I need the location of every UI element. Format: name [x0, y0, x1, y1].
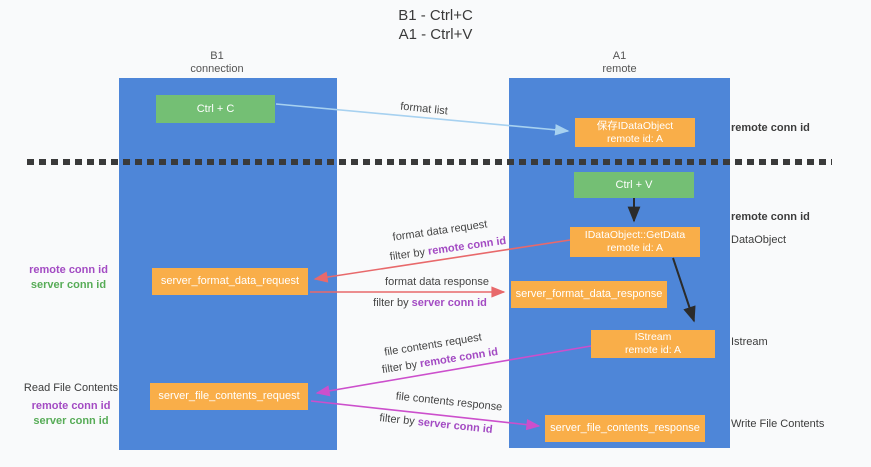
filter-by-text: filter by	[373, 297, 412, 309]
lane-a1-name: A1	[612, 50, 627, 62]
lane-a1-role: remote	[602, 63, 637, 75]
node-ctrl-c-label: Ctrl + C	[196, 102, 235, 115]
node-ctrl-c: Ctrl + C	[156, 95, 275, 123]
server-conn-id-text: server conn id	[411, 297, 487, 309]
node-ctrl-v: Ctrl + V	[574, 172, 694, 198]
left-format-conn-id-labels: remote conn id server conn id	[16, 263, 121, 293]
lane-header-b1: B1 connection	[119, 50, 315, 76]
arrow-label-filter-server-2: filter by server conn id	[379, 412, 493, 436]
lane-b1-role: connection	[190, 63, 244, 75]
node-saved-dataobject: 保存IDataObject remote id: A	[575, 118, 695, 147]
node-server-format-data-request-label: server_format_data_request	[160, 275, 300, 287]
node-ctrl-v-label: Ctrl + V	[615, 178, 653, 191]
title-line-1: B1 - Ctrl+C	[398, 7, 473, 24]
right-remote-conn-id-mid: remote conn id	[731, 211, 810, 223]
node-saved-dataobject-line2: remote id: A	[606, 132, 664, 145]
arrow-label-file-contents-response: file contents response	[395, 390, 503, 414]
filter-by-text: filter by	[381, 358, 422, 377]
right-istream-label: Istream	[731, 336, 768, 348]
node-saved-dataobject-line1: 保存IDataObject	[596, 119, 674, 132]
node-server-format-data-response: server_format_data_response	[511, 281, 667, 308]
arrow-label-format-data-response: format data response	[385, 276, 489, 288]
right-remote-conn-id-top: remote conn id	[731, 122, 810, 134]
node-server-file-contents-request: server_file_contents_request	[150, 383, 308, 410]
arrow-label-filter-server-1: filter by server conn id	[373, 297, 487, 309]
filter-by-text: filter by	[389, 245, 429, 264]
node-server-file-contents-response: server_file_contents_response	[545, 415, 705, 442]
filter-by-text: filter by	[378, 412, 419, 429]
node-istream-line2: remote id: A	[624, 344, 682, 356]
node-server-file-contents-request-label: server_file_contents_request	[158, 390, 300, 402]
lane-header-a1: A1 remote	[509, 50, 730, 76]
diagram-title: B1 - Ctrl+C A1 - Ctrl+V	[0, 6, 871, 44]
arrow-label-format-list: format list	[399, 100, 449, 118]
remote-conn-id-text: remote conn id	[427, 234, 507, 258]
node-istream-line1: IStream	[634, 331, 672, 343]
node-server-file-contents-response-label: server_file_contents_response	[550, 422, 700, 434]
right-dataobject-label: DataObject	[731, 234, 787, 246]
read-file-contents-label: Read File Contents	[23, 382, 119, 394]
left-server-conn-id-label-2: server conn id	[33, 415, 109, 427]
node-getdata-line1: IDataObject::GetData	[584, 229, 686, 241]
server-conn-id-text: server conn id	[417, 416, 494, 436]
title-line-2: A1 - Ctrl+V	[398, 26, 473, 43]
left-remote-conn-id-label-2: remote conn id	[31, 400, 111, 412]
lane-b1-name: B1	[210, 50, 224, 62]
node-istream: IStream remote id: A	[591, 330, 715, 358]
left-remote-conn-id-label: remote conn id	[29, 264, 108, 276]
node-server-format-data-request: server_format_data_request	[152, 268, 308, 295]
write-file-contents-label: Write File Contents	[731, 418, 825, 430]
node-server-format-data-response-label: server_format_data_response	[515, 288, 663, 300]
node-getdata-line2: remote id: A	[606, 242, 664, 254]
node-idataobject-getdata: IDataObject::GetData remote id: A	[570, 227, 700, 257]
left-server-conn-id-label: server conn id	[30, 279, 107, 291]
left-file-labels: Read File Contents remote conn id server…	[16, 381, 126, 429]
